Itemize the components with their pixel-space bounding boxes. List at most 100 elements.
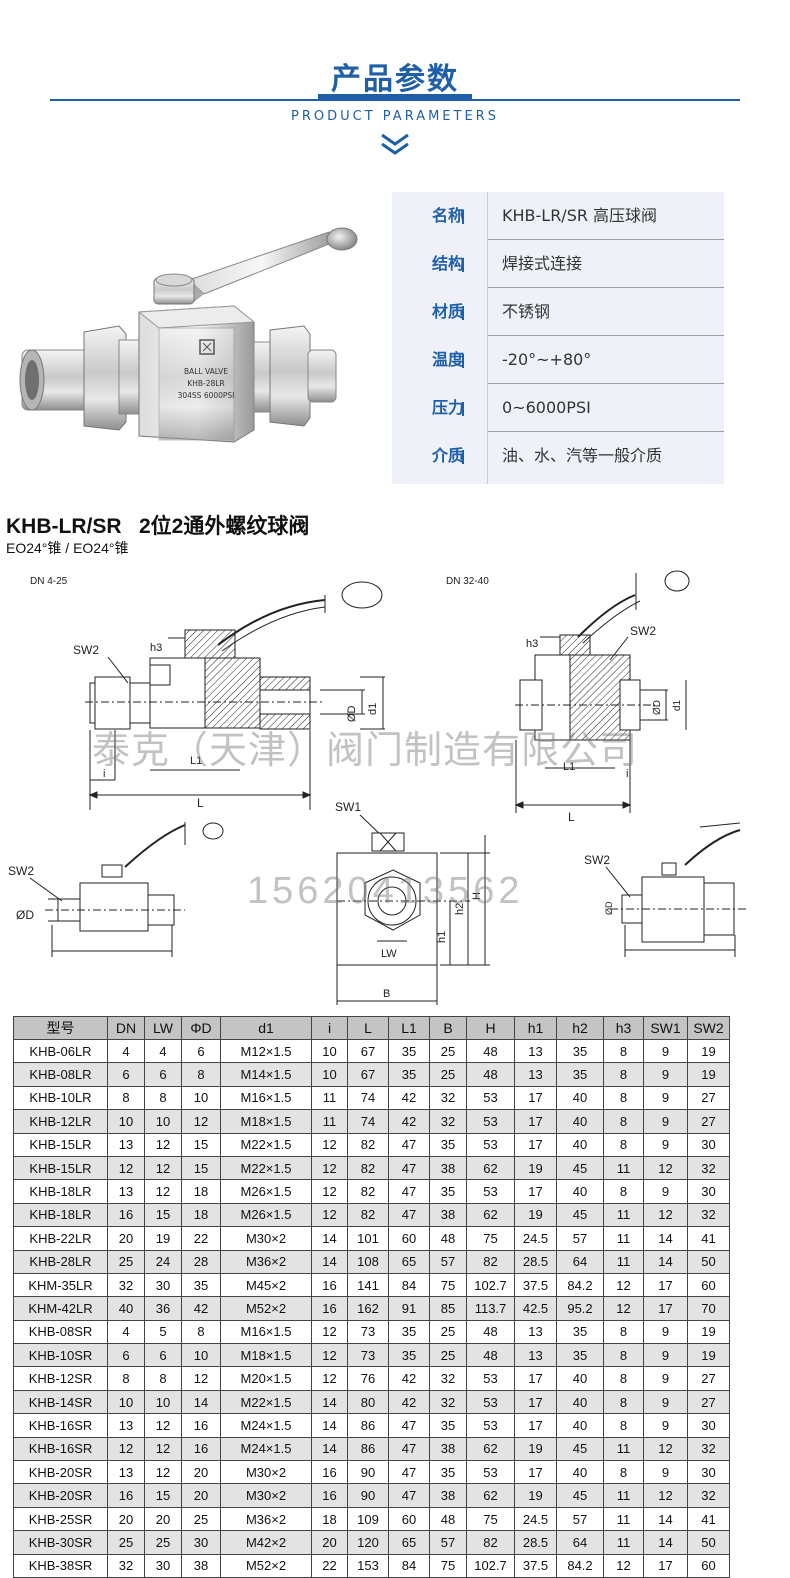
table-cell: 91	[388, 1296, 430, 1321]
table-cell: 15	[144, 1483, 182, 1508]
column-header: H	[466, 1016, 515, 1040]
table-cell: 6	[144, 1343, 182, 1368]
table-cell: 40	[556, 1085, 604, 1111]
table-cell: 82	[466, 1530, 515, 1555]
table-cell: 8	[181, 1062, 221, 1087]
table-cell: 6	[107, 1343, 145, 1368]
page-subtitle: PRODUCT PARAMETERS	[291, 109, 499, 124]
table-cell: 11	[603, 1506, 644, 1532]
table-cell: 47	[388, 1179, 430, 1204]
table-cell: 16	[311, 1296, 348, 1321]
table-cell: 53	[466, 1132, 515, 1157]
table-cell: 32	[429, 1366, 467, 1391]
table-cell: 48	[429, 1226, 467, 1251]
table-cell: 8	[603, 1319, 644, 1345]
dim-i-2: i	[626, 768, 628, 780]
table-cell: KHB-20SR	[13, 1460, 108, 1485]
table-cell: M16×1.5	[220, 1085, 312, 1111]
param-value: KHB-LR/SR 高压球阀	[502, 206, 658, 225]
table-cell: 15	[181, 1132, 221, 1157]
table-cell: M26×1.5	[220, 1202, 312, 1228]
table-cell: KHB-20SR	[13, 1483, 108, 1508]
param-label: 材质	[431, 302, 464, 321]
table-cell: 65	[388, 1530, 430, 1555]
param-label: 结构	[431, 254, 464, 273]
table-cell: 12	[311, 1132, 348, 1157]
table-cell: 11	[311, 1109, 348, 1134]
brand-logo-icon	[199, 339, 215, 355]
dn-large-label: DN 32-40	[446, 576, 489, 587]
table-cell: 25	[429, 1062, 467, 1087]
table-cell: 14	[181, 1389, 221, 1415]
table-cell: 8	[107, 1085, 145, 1111]
table-cell: 8	[603, 1389, 644, 1415]
table-cell: 32	[107, 1272, 145, 1298]
table-cell: 19	[514, 1483, 557, 1508]
table-cell: 20	[181, 1483, 221, 1508]
photo-marking-3: 304SS 6000PSI	[178, 391, 235, 400]
table-cell: 30	[144, 1272, 182, 1298]
column-header: LW	[144, 1016, 182, 1040]
table-cell: KHB-28LR	[13, 1249, 108, 1274]
param-row-pressure: 压力 0~6000PSI	[392, 384, 724, 432]
table-cell: KHB-06LR	[13, 1038, 108, 1064]
table-cell: 35	[388, 1038, 430, 1064]
page-title: 产品参数	[331, 62, 459, 97]
table-cell: 11	[603, 1436, 644, 1462]
column-header: i	[311, 1016, 348, 1040]
table-cell: 12	[107, 1155, 145, 1181]
table-cell: 42	[388, 1109, 430, 1134]
table-cell: 32	[687, 1155, 730, 1181]
column-header: 型号	[13, 1016, 108, 1040]
label-sw2-2: SW2	[630, 624, 656, 638]
table-cell: 4	[107, 1319, 145, 1345]
table-cell: 16	[311, 1272, 348, 1298]
table-cell: 37.5	[514, 1553, 557, 1578]
table-cell: KHB-15LR	[13, 1132, 108, 1157]
model-subtitle: EO24°锥 / EO24°锥	[6, 540, 129, 556]
table-cell: 25	[144, 1530, 182, 1555]
table-cell: 4	[144, 1038, 182, 1064]
table-cell: 10	[181, 1085, 221, 1111]
param-row-medium: 介质 油、水、汽等一般介质	[392, 432, 724, 480]
table-cell: 48	[466, 1343, 515, 1368]
table-cell: 73	[347, 1343, 389, 1368]
table-cell: 30	[687, 1132, 730, 1157]
column-header: B	[429, 1016, 467, 1040]
table-cell: 41	[687, 1226, 730, 1251]
table-cell: 17	[514, 1179, 557, 1204]
table-cell: 35	[556, 1319, 604, 1345]
dim-d1-2: d1	[672, 699, 683, 711]
table-cell: 8	[603, 1413, 644, 1438]
table-cell: 62	[466, 1155, 515, 1181]
column-header: ΦD	[181, 1016, 221, 1040]
table-cell: 48	[466, 1038, 515, 1064]
param-value: 油、水、汽等一般介质	[502, 446, 663, 465]
table-cell: M45×2	[220, 1272, 312, 1298]
table-cell: 30	[144, 1553, 182, 1578]
table-cell: 10	[311, 1038, 348, 1064]
table-cell: 82	[347, 1202, 389, 1228]
table-cell: 6	[144, 1062, 182, 1087]
table-cell: KHB-14SR	[13, 1389, 108, 1415]
table-cell: 19	[514, 1155, 557, 1181]
photo-marking-2: KHB-28LR	[187, 379, 224, 388]
table-cell: 42	[388, 1085, 430, 1111]
table-cell: 32	[687, 1483, 730, 1508]
table-cell: 17	[514, 1366, 557, 1391]
table-cell: 12	[144, 1179, 182, 1204]
table-cell: 12	[311, 1319, 348, 1345]
table-cell: 12	[603, 1296, 644, 1321]
table-cell: 74	[347, 1109, 389, 1134]
param-value: 不锈钢	[502, 302, 551, 321]
table-cell: 64	[556, 1530, 604, 1555]
table-cell: 8	[144, 1085, 182, 1111]
table-cell: M30×2	[220, 1226, 312, 1251]
table-cell: 67	[347, 1062, 389, 1087]
table-cell: 30	[687, 1460, 730, 1485]
table-cell: 38	[429, 1202, 467, 1228]
table-cell: 48	[429, 1506, 467, 1532]
